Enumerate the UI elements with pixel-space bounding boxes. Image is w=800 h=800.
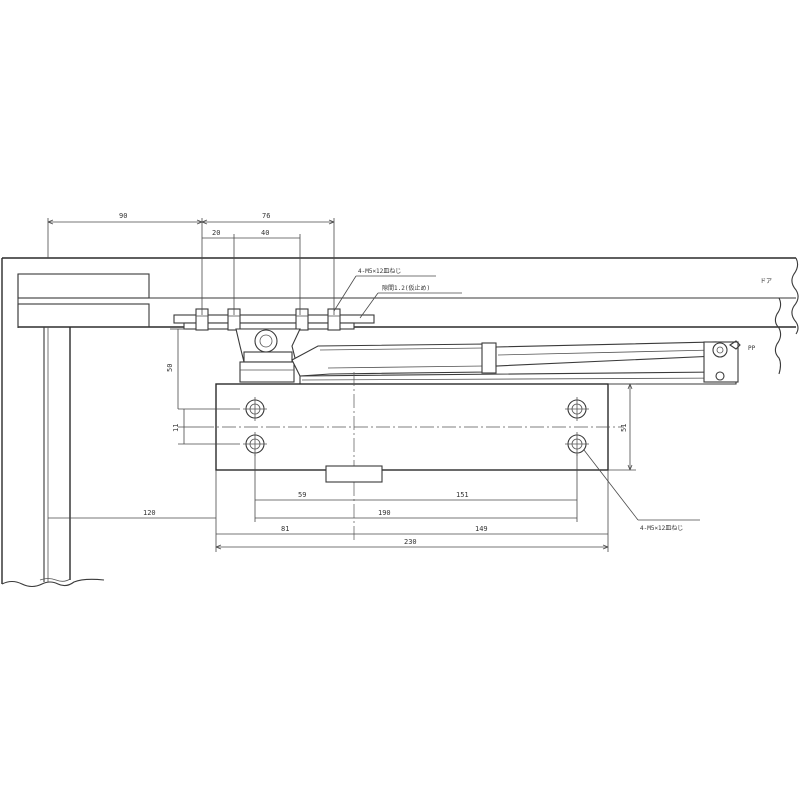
closer-body [200, 372, 624, 540]
dim-149: 149 [475, 525, 488, 533]
dim-230: 230 [404, 538, 417, 546]
mounting-bracket [173, 308, 375, 331]
dim-50: 50 [166, 364, 174, 372]
mounting-hole [243, 432, 267, 456]
dim-40: 40 [261, 229, 269, 237]
dim-151: 151 [456, 491, 469, 499]
screw-note-bottom: 4-M5×12皿ねじ [640, 525, 683, 532]
bracket-screw [295, 308, 309, 331]
dimension-labels: 90 76 20 40 50 11 51 59 151 120 81 190 1… [119, 212, 628, 546]
door-frame [1, 257, 799, 588]
dim-20: 20 [212, 229, 220, 237]
frame-label: ドア [760, 278, 772, 285]
dimension-lines [47, 218, 700, 552]
dim-90: 90 [119, 212, 127, 220]
dim-81: 81 [281, 525, 289, 533]
dim-76: 76 [262, 212, 270, 220]
annotations: 4-M5×12皿ねじ 隙間1.2(仮止め) 4-M5×12皿ねじ ドア PP [358, 268, 772, 532]
mounting-hole [565, 397, 589, 421]
arm-assembly [235, 328, 741, 385]
mounting-hole [243, 397, 267, 421]
screw-note-top: 4-M5×12皿ねじ [358, 268, 401, 275]
dim-190: 190 [378, 509, 391, 517]
mounting-hole [565, 432, 589, 456]
spacer-note: 隙間1.2(仮止め) [382, 284, 430, 292]
dim-120: 120 [143, 509, 156, 517]
arm-label: PP [748, 345, 756, 352]
dim-11: 11 [172, 424, 180, 432]
dim-51: 51 [620, 424, 628, 432]
dim-59: 59 [298, 491, 306, 499]
